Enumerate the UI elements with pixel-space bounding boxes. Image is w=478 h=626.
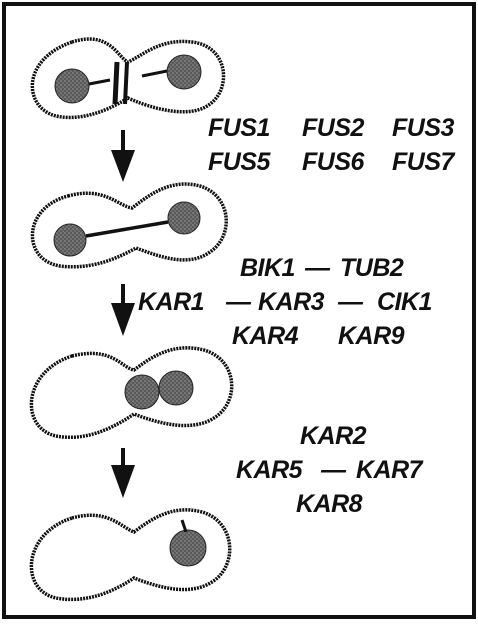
nucleus-left — [125, 375, 159, 409]
nucleus-left — [55, 69, 89, 103]
fused-nucleus — [170, 530, 206, 566]
gene-label: FUS5 — [208, 148, 270, 176]
cell-wall — [115, 62, 117, 104]
nucleus-right — [168, 202, 200, 234]
gene-label: KAR2 — [300, 422, 366, 450]
nucleus-right — [159, 371, 193, 405]
arrow-1 — [111, 130, 135, 182]
gene-label: FUS6 — [302, 148, 364, 176]
nucleus-left — [54, 224, 86, 256]
interaction-dash: — — [338, 288, 363, 316]
arrow-2 — [111, 284, 135, 336]
microtubule-left — [89, 80, 110, 84]
gene-label: FUS2 — [302, 114, 364, 142]
gene-label: KAR3 — [258, 288, 324, 316]
cell-wall-2 — [125, 62, 127, 104]
interaction-dash: — — [305, 254, 330, 282]
gene-label: CIK1 — [377, 288, 432, 316]
gene-label: FUS1 — [208, 114, 270, 142]
gene-label: KAR8 — [296, 490, 362, 518]
gene-label: FUS3 — [392, 114, 454, 142]
arrow-3 — [111, 448, 135, 498]
microtubule-bridge — [86, 222, 168, 236]
gene-label: KAR7 — [356, 456, 422, 484]
nucleus-right — [167, 55, 201, 89]
gene-label: KAR1 — [138, 288, 204, 316]
interaction-dash: — — [321, 456, 346, 484]
gene-label: KAR9 — [338, 322, 404, 350]
interaction-dash: — — [226, 288, 251, 316]
microtubule-right — [142, 71, 167, 76]
gene-label: KAR5 — [236, 456, 302, 484]
spindle-pole — [182, 520, 186, 532]
gene-label: KAR4 — [232, 322, 298, 350]
gene-label: BIK1 — [240, 254, 295, 282]
gene-label: TUB2 — [340, 254, 403, 282]
gene-label: FUS7 — [392, 148, 454, 176]
